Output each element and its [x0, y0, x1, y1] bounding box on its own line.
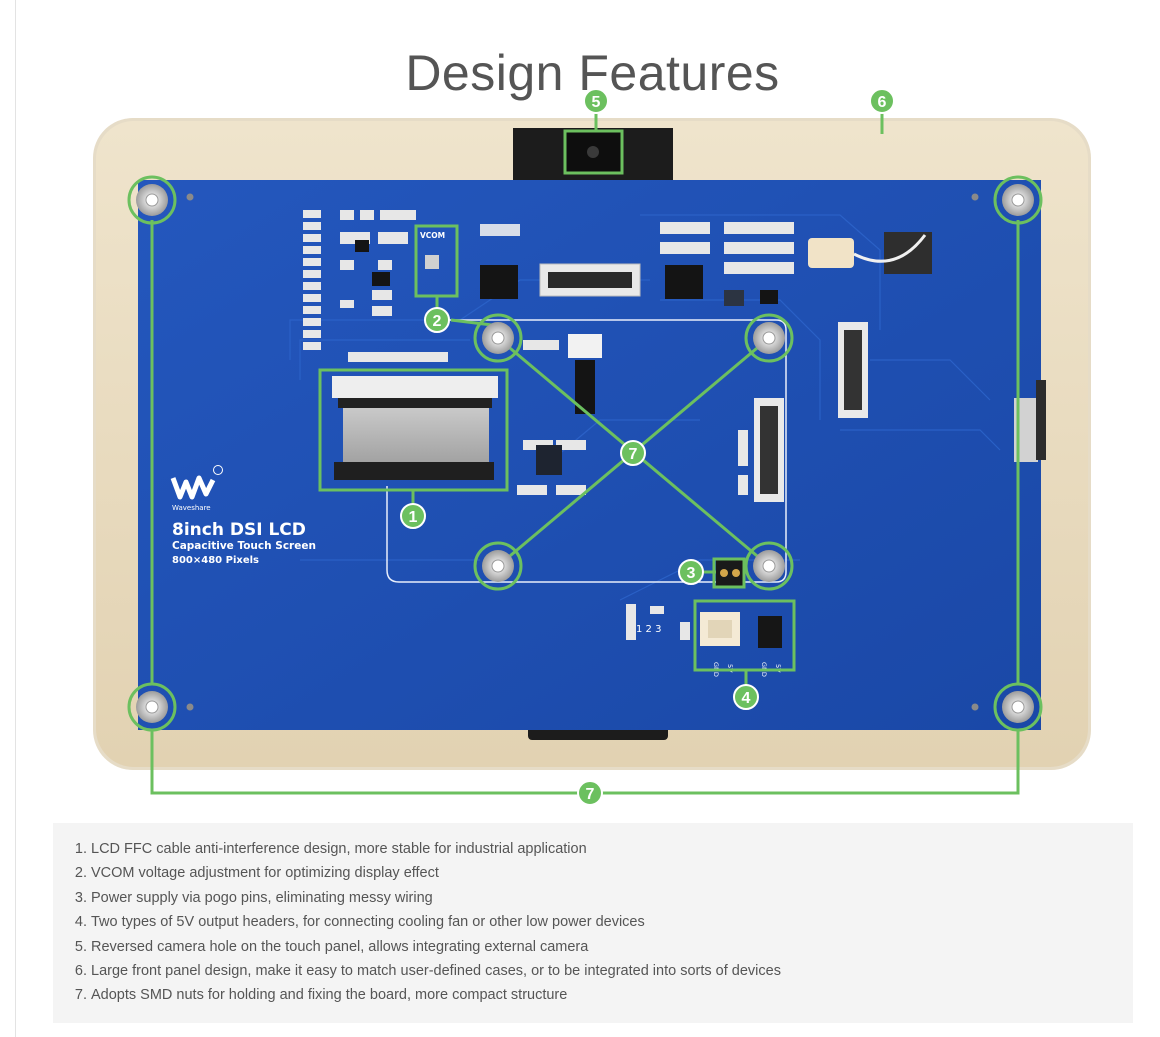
smd-components	[303, 210, 794, 640]
pogo-pins	[716, 560, 744, 586]
feature-item-5: Reversed camera hole on the touch panel,…	[91, 935, 1133, 959]
feature-item-3: Power supply via pogo pins, eliminating …	[91, 886, 1133, 910]
svg-text:7: 7	[629, 446, 638, 463]
product-resolution: 800×480 Pixels	[172, 555, 259, 566]
svg-text:4: 4	[742, 690, 751, 707]
callout-badge-7-bottom: 7	[577, 780, 603, 806]
svg-text:6: 6	[878, 94, 887, 111]
callout-badge-3: 3	[678, 559, 704, 585]
feature-item-4: Two types of 5V output headers, for conn…	[91, 910, 1133, 934]
callout-badge-7-center: 7	[620, 440, 646, 466]
svg-text:3: 3	[687, 565, 696, 582]
svg-text:1 2 3: 1 2 3	[636, 624, 661, 635]
callout-badge-1: 1	[400, 503, 426, 529]
feature-item-2: VCOM voltage adjustment for optimizing d…	[91, 861, 1133, 885]
svg-text:7: 7	[586, 786, 595, 803]
ic-chips	[355, 240, 778, 475]
product-name: 8inch DSI LCD	[172, 520, 306, 540]
features-list: LCD FFC cable anti-interference design, …	[53, 823, 1133, 1008]
vcom-area: VCOM	[420, 231, 445, 240]
connectors	[539, 232, 1046, 502]
callout-badge-5: 5	[583, 88, 609, 114]
callout-badge-2: 2	[424, 307, 450, 333]
waveshare-logo: Waveshare	[170, 465, 223, 512]
feature-item-6: Large front panel design, make it easy t…	[91, 959, 1133, 983]
svg-text:VCOM: VCOM	[420, 231, 445, 240]
features-list-panel: LCD FFC cable anti-interference design, …	[53, 823, 1133, 1023]
smd-nuts	[127, 175, 1043, 732]
mount-dots	[186, 193, 979, 711]
callout-badge-4: 4	[733, 684, 759, 710]
callout-badge-6: 6	[869, 88, 895, 114]
feature-item-1: LCD FFC cable anti-interference design, …	[91, 837, 1133, 861]
feature-item-7: Adopts SMD nuts for holding and fixing t…	[91, 983, 1133, 1007]
svg-text:5: 5	[592, 94, 601, 111]
product-subtitle: Capacitive Touch Screen	[172, 540, 316, 552]
svg-text:Waveshare: Waveshare	[172, 504, 211, 512]
left-border-rule	[15, 0, 16, 1037]
svg-text:2: 2	[433, 313, 442, 330]
ffc-connector	[332, 376, 498, 480]
product-diagram: VCOM 1 2 3 GND 5V GND 5V Waveshare 8inch…	[0, 70, 1160, 830]
svg-text:1: 1	[409, 509, 418, 526]
